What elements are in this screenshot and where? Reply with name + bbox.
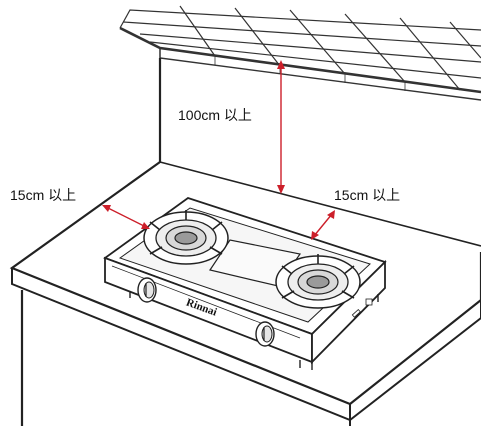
arrowhead-down-left-icon	[311, 231, 319, 240]
left-burner	[143, 210, 229, 265]
left-clearance-label: 15cm 以上	[10, 187, 76, 203]
countertop	[9, 161, 481, 426]
arrowhead-up-right-icon	[327, 210, 335, 219]
arrowhead-down-icon	[277, 185, 285, 194]
left-knob	[137, 277, 157, 303]
left-dimension-line	[105, 206, 147, 228]
overhead-tiles	[119, 5, 481, 101]
arrowhead-up-icon	[277, 60, 285, 69]
right-burner	[275, 254, 361, 309]
dimension-lines	[102, 60, 335, 240]
right-dimension-line	[313, 213, 333, 237]
top-clearance-label: 100cm 以上	[178, 107, 252, 123]
gas-stove	[103, 197, 387, 370]
arrowhead-left-icon	[102, 205, 111, 212]
right-knob	[255, 321, 275, 347]
right-clearance-label: 15cm 以上	[334, 187, 400, 203]
arrowhead-right-icon	[141, 222, 150, 229]
